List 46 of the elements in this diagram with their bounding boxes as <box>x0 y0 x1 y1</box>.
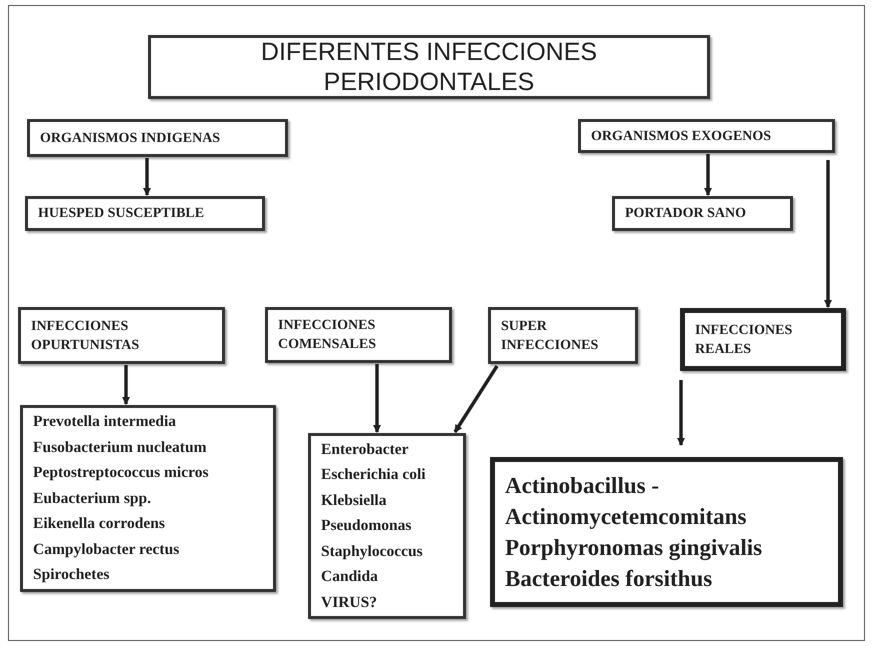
arrow <box>143 158 151 196</box>
box-text: Pseudomonas <box>321 516 412 536</box>
organism-list-box <box>490 457 843 607</box>
arrow <box>824 160 832 308</box>
box-text: Bacteroides forsithus <box>505 565 714 593</box>
box-text: Prevotella intermedia <box>33 412 178 432</box>
box-text: Escherichia coli <box>321 465 427 486</box>
box-text: SUPER INFECCIONES <box>501 318 600 354</box>
box-text: Campylobacter rectus <box>33 540 180 560</box>
organism-list-box <box>20 405 276 592</box>
box-text: ORGANISMOS INDIGENAS <box>40 130 222 148</box>
box-text: Eubacterium spp. <box>33 488 152 509</box>
category-box <box>612 196 793 231</box>
box-text: HUESPED SUSCEPTIBLE <box>38 205 206 223</box>
box-text: Spirochetes <box>33 565 110 586</box>
box-text: DIFERENTES INFECCIONES PERIODONTALES <box>260 37 598 97</box>
box-text: Klebsiella <box>321 490 388 511</box>
arrow <box>373 364 381 433</box>
title-box <box>148 35 710 99</box>
arrow <box>454 365 498 433</box>
category-box <box>578 119 835 153</box>
box-text: ORGANISMOS EXOGENOS <box>591 128 772 146</box>
box-text: Enterobacter <box>321 440 410 460</box>
box-text: Staphylococcus <box>321 542 424 562</box>
box-text: Actinomycetemcomitans <box>505 503 748 531</box>
box-text: INFECCIONES REALES <box>695 322 794 358</box>
box-text: Porphyronomas gingivalis <box>505 534 764 562</box>
box-text: Peptostreptococcus micros <box>33 463 210 484</box>
arrow <box>122 365 130 405</box>
box-text: INFECCIONES OPURTUNISTAS <box>31 318 140 354</box>
box-text: INFECCIONES COMENSALES <box>278 317 378 354</box>
arrow <box>677 380 685 446</box>
category-box <box>680 308 846 371</box>
box-text: Eikenella corrodens <box>33 514 166 534</box>
box-text: Actinobacillus - <box>505 472 660 500</box>
box-text: Fusobacterium nucleatum <box>33 438 208 458</box>
box-text: VIRUS? <box>321 592 378 613</box>
box-text: PORTADOR SANO <box>625 205 747 223</box>
category-box <box>265 307 452 363</box>
box-text: Candida <box>321 567 379 588</box>
arrow <box>704 154 712 196</box>
category-box <box>488 307 638 364</box>
organism-list-box <box>308 433 466 619</box>
category-box <box>27 119 288 157</box>
category-box <box>25 196 265 231</box>
category-box <box>18 307 225 364</box>
